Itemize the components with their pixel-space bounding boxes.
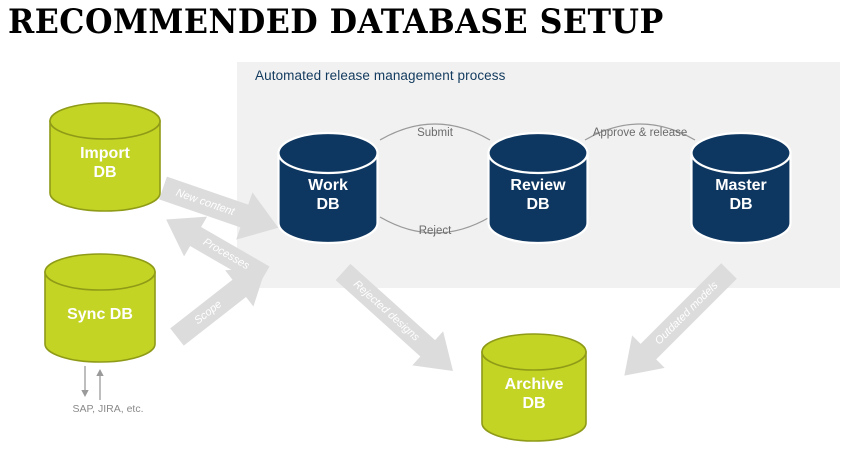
flow-arrow-new-content: New content bbox=[155, 164, 287, 251]
flow-arrow-outdated-models: Outdated models bbox=[608, 255, 745, 392]
database-work-db[interactable]: Work DB bbox=[277, 131, 379, 245]
flow-arrow-processes: Processes bbox=[155, 200, 276, 296]
arc-arrow-reject bbox=[378, 215, 492, 245]
arc-arrow-reject-label: Reject bbox=[418, 225, 452, 237]
database-master-db[interactable]: Master DB bbox=[690, 131, 792, 245]
sync-external-caption: SAP, JIRA, etc. bbox=[72, 403, 144, 415]
database-review-db[interactable]: Review DB bbox=[487, 131, 589, 245]
database-import-db[interactable]: Import DB bbox=[49, 102, 161, 212]
arc-arrow-approve-release bbox=[583, 112, 697, 142]
arc-arrow-submit-label: Submit bbox=[417, 127, 453, 139]
flow-arrow-rejected-designs: Rejected designs bbox=[328, 255, 469, 388]
arc-arrow-submit bbox=[378, 112, 492, 142]
page-title: RECOMMENDED DATABASE SETUP bbox=[8, 2, 664, 42]
process-panel-title: Automated release management process bbox=[255, 68, 506, 83]
database-sync-db[interactable]: Sync DB bbox=[44, 253, 156, 363]
arc-arrow-approve-release-label: Approve & release bbox=[592, 127, 688, 139]
flow-arrow-scope: Scope bbox=[163, 249, 280, 355]
database-archive-db[interactable]: Archive DB bbox=[481, 333, 587, 443]
sync-external-connectors bbox=[78, 366, 110, 405]
